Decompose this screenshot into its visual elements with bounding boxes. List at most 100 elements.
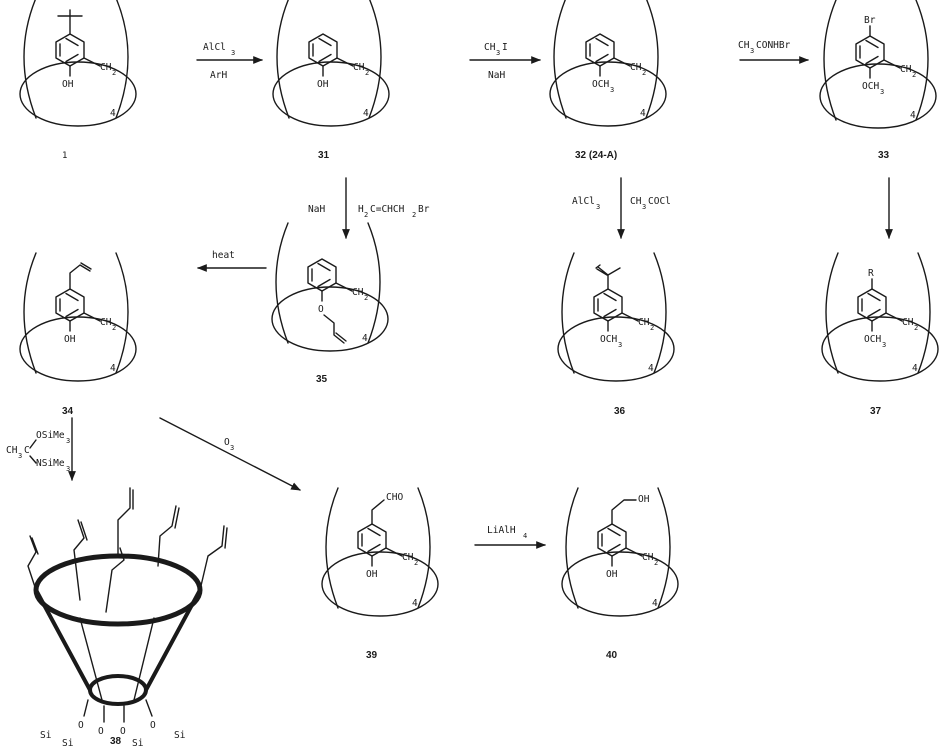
text-compounds-c37-sub2: 2: [914, 324, 918, 332]
text-reagents-r2_top_tail: I: [502, 42, 508, 53]
compound-39: CHO OH CH 2 4: [321, 487, 439, 617]
text-compounds-c31-ch2: CH: [353, 62, 365, 73]
reagent-nbromoacetamide: CH: [738, 40, 750, 51]
text-compounds-c37-n: 4: [912, 363, 918, 374]
text-compounds-c36-sub3: 3: [618, 341, 622, 349]
compound-label-33: 33: [878, 150, 890, 161]
text-compounds-c38-o: O: [120, 726, 126, 737]
reagent-arh: ArH: [210, 70, 227, 81]
text-compounds-c37-och3: OCH: [864, 334, 881, 345]
text-compounds-c38-si: Si: [132, 738, 144, 746]
text-reagents-r4_right_tail: Br: [418, 204, 430, 215]
text-compounds-c32-ch2: CH: [630, 62, 642, 73]
text-reagents-r7_c: C: [24, 445, 30, 456]
text-reagents-r8_sub: 3: [230, 444, 234, 452]
text-compounds-c35-sub2: 2: [364, 294, 368, 302]
compound-label-31: 31: [318, 150, 330, 161]
repeat-count-1: 4: [110, 108, 116, 119]
text-reagents-r4_right_sub: 2: [364, 211, 368, 219]
text-reagents-r7_line1_sub: 3: [66, 437, 70, 445]
text-compounds-c39-n: 4: [412, 598, 418, 609]
text-reagents-r5_right_tail: COCl: [648, 196, 671, 207]
text-compounds-c36-sub2: 2: [650, 324, 654, 332]
text-compounds-c33-sub3: 3: [880, 88, 884, 96]
compound-35: O CH 2 4: [271, 222, 389, 352]
text-compounds-c36-n: 4: [648, 363, 654, 374]
text-compounds-c37-sub3: 3: [882, 341, 886, 349]
reagent-acetyl-chloride: CH: [630, 196, 642, 207]
reagent-allyl-bromide: H: [358, 204, 364, 215]
text-reagents-r4_right_mid: C=CHCH: [370, 204, 405, 215]
compound-36: OCH 3 CH 2 4: [557, 252, 675, 382]
text-compounds-c34-sub2: 2: [112, 324, 116, 332]
text-reagents-r4_right_sub2: 2: [412, 211, 416, 219]
text-compounds-c33-och3: OCH: [862, 81, 879, 92]
text-compounds-c32-och3: OCH: [592, 79, 609, 90]
oh-label-1: OH: [62, 79, 74, 90]
text-reagents-r9_sub: 4: [523, 532, 527, 540]
text-compounds-c40-n: 4: [652, 598, 658, 609]
text-compounds-c36-ch2: CH: [638, 317, 650, 328]
reagent-alcl3: AlCl: [203, 42, 226, 53]
compound-label-35: 35: [316, 374, 328, 385]
text-compounds-c38-o: O: [98, 726, 104, 737]
text-compounds-c36-och3: OCH: [600, 334, 617, 345]
text-compounds-c33-sub2: 2: [912, 71, 916, 79]
text-compounds-c37-r: R: [868, 268, 874, 279]
text-compounds-c33-ch2: CH: [900, 64, 912, 75]
text-compounds-c38-si: Si: [40, 730, 52, 741]
reagent-silylating-agent: OSiMe: [36, 430, 65, 441]
text-reagents-r7_line2_sub: 3: [66, 465, 70, 473]
text-reagents-r3_top_tail: CONHBr: [756, 40, 791, 51]
oh-label-31: OH: [317, 79, 329, 90]
text-compounds-c39-ch2: CH: [402, 552, 414, 563]
text-compounds-c33-br: Br: [864, 15, 876, 26]
text-compounds-c35-ch2: CH: [352, 287, 364, 298]
text-compounds-c33-n: 4: [910, 110, 916, 121]
compound-34: OH CH 2 4: [19, 252, 137, 382]
text-compounds-c39-cho: CHO: [386, 492, 403, 503]
text-reagents-r3_top_sub: 3: [750, 47, 754, 55]
compound-31: OH CH 2 4: [272, 0, 390, 127]
compound-32: OCH 3 CH 2 4: [549, 0, 667, 127]
text-compounds-c40-ch2: CH: [642, 552, 654, 563]
compound-37: R OCH 3 CH 2 4: [821, 252, 939, 382]
text-compounds-c34-oh: OH: [64, 334, 76, 345]
text-reagents-r7_line2: NSiMe: [36, 458, 65, 469]
text-reagents-r5_left_sub: 3: [596, 203, 600, 211]
compound-label-37: 37: [870, 406, 882, 417]
text-compounds-c32-sub2: 2: [642, 69, 646, 77]
text-compounds-c38-si: Si: [174, 730, 186, 741]
compound-label-39: 39: [366, 650, 378, 661]
compound-label-38: 38: [110, 736, 122, 746]
text-compounds-c40-ohTop: OH: [638, 494, 650, 505]
text-reagents-r5_right_sub: 3: [642, 203, 646, 211]
reagent-nah-2: NaH: [308, 204, 325, 215]
text-reagents-r7_ch3: CH: [6, 445, 18, 456]
compound-label-32: 32 (24-A): [575, 150, 617, 161]
text-compounds-c35-o: O: [318, 304, 324, 315]
reagent-ch3i: CH: [484, 42, 496, 53]
text-compounds-c31-sub2: 2: [365, 69, 369, 77]
text-compounds-c35-n: 4: [362, 333, 368, 344]
text-compounds-c40-oh: OH: [606, 569, 618, 580]
compound-38: O O O O Si Si Si Si: [27, 487, 228, 746]
text-compounds-c38-o: O: [150, 720, 156, 731]
compound-label-36: 36: [614, 406, 626, 417]
text-compounds-c37-ch2: CH: [902, 317, 914, 328]
text-compounds-c34-ch2: CH: [100, 317, 112, 328]
text-compounds-c32-sub3: 3: [610, 86, 614, 94]
reagent-lialh4: LiAlH: [487, 525, 516, 536]
text-compounds-c31-n: 4: [363, 108, 369, 119]
text-compounds-c32-n: 4: [640, 108, 646, 119]
text-compounds-c38-o: O: [78, 720, 84, 731]
text-reagents-r1_top_sub: 3: [231, 49, 235, 57]
text-compounds-c38-si: Si: [62, 738, 74, 746]
compound-33: Br OCH 3 CH 2 4: [819, 0, 937, 129]
text-compounds-c39-sub2: 2: [414, 559, 418, 567]
arrow-34-to-39: [159, 417, 301, 491]
reagent-alcl3-2: AlCl: [572, 196, 595, 207]
text-compounds-c40-sub2: 2: [654, 559, 658, 567]
text-compounds-c34-n: 4: [110, 363, 116, 374]
